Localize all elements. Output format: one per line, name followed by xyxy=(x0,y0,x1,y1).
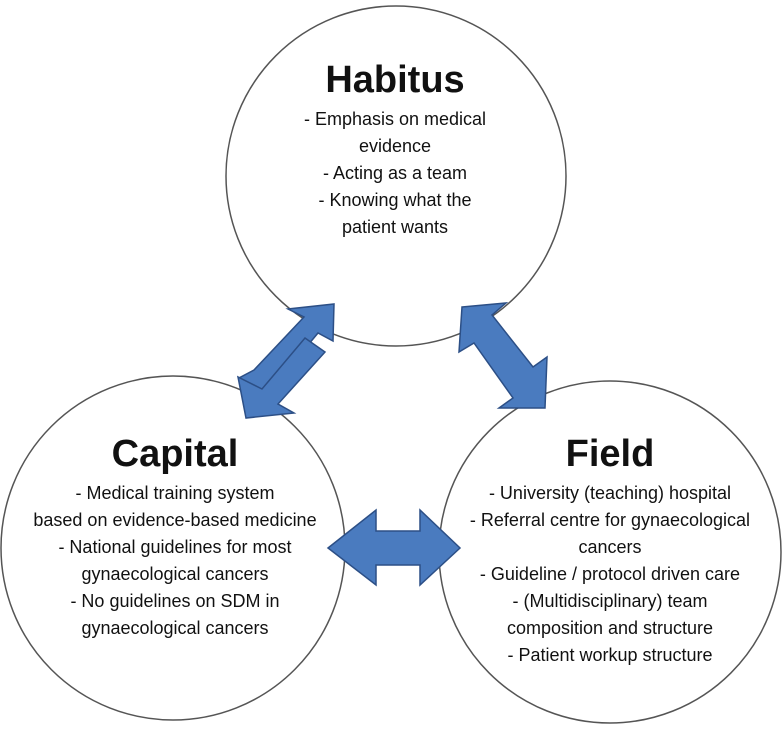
capital-line: - National guidelines for most xyxy=(58,537,292,557)
capital-line: - No guidelines on SDM in xyxy=(70,591,280,611)
habitus-line: - Emphasis on medical xyxy=(303,109,487,129)
field-title: Field xyxy=(565,433,655,475)
capital-line: based on evidence-based medicine xyxy=(33,510,317,530)
habitus-line: patient wants xyxy=(341,217,449,237)
field-line: composition and structure xyxy=(506,618,714,638)
field-line: cancers xyxy=(578,537,642,557)
habitus-line: evidence xyxy=(358,136,432,156)
field-line: - (Multidisciplinary) team xyxy=(512,591,708,611)
arrow-capital-habitus-head-low xyxy=(236,336,327,419)
field-line: - University (teaching) hospital xyxy=(488,483,732,503)
capital-line: gynaecological cancers xyxy=(81,564,269,584)
field-text-block: Field - University (teaching) hospital -… xyxy=(440,432,780,669)
capital-title: Capital xyxy=(111,433,239,475)
capital-line: - Medical training system xyxy=(75,483,275,503)
field-line: - Patient workup structure xyxy=(507,645,713,665)
capital-text-block: Capital - Medical training system based … xyxy=(0,432,350,642)
field-line: - Referral centre for gynaecological xyxy=(469,510,751,530)
field-line: - Guideline / protocol driven care xyxy=(479,564,741,584)
habitus-text-block: Habitus - Emphasis on medical evidence -… xyxy=(240,58,550,241)
habitus-circle xyxy=(225,5,567,347)
habitus-line: - Knowing what the xyxy=(318,190,472,210)
habitus-line: - Acting as a team xyxy=(322,163,468,183)
habitus-title: Habitus xyxy=(325,59,465,101)
arrow-habitus-field xyxy=(458,302,548,409)
capital-line: gynaecological cancers xyxy=(81,618,269,638)
arrow-capital-field xyxy=(326,508,462,587)
